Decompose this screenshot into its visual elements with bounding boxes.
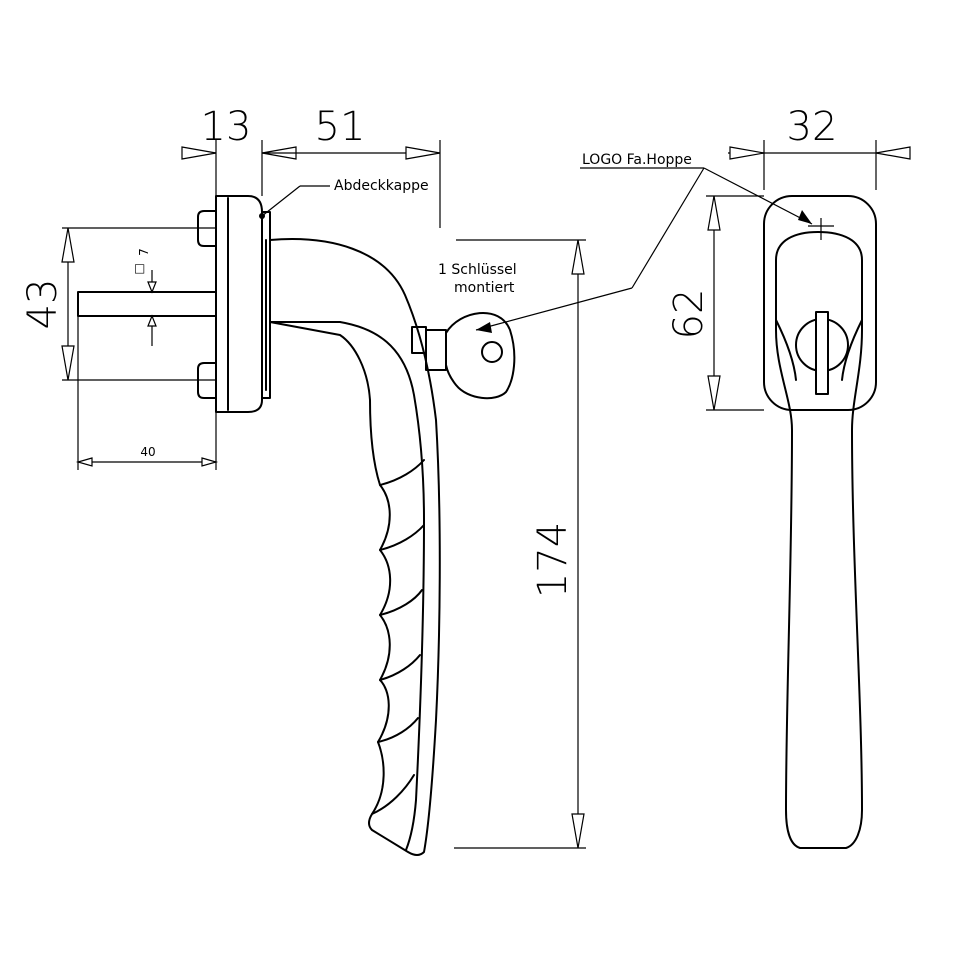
callout-logo: LOGO Fa.Hoppe bbox=[580, 152, 813, 225]
dimension-13-label: 13 bbox=[201, 104, 252, 150]
dimension-32: 32 bbox=[728, 104, 911, 190]
dimension-43: 43 bbox=[20, 227, 216, 381]
rosette-front bbox=[763, 195, 877, 411]
key-label-line1: 1 Schlüssel bbox=[438, 262, 517, 278]
dimension-174: 174 bbox=[454, 239, 586, 849]
lock-cylinder bbox=[795, 311, 849, 395]
square-symbol: □ bbox=[134, 261, 145, 275]
cover-cap bbox=[261, 211, 271, 399]
dimension-13: 13 bbox=[181, 104, 297, 160]
dimension-51: 51 bbox=[262, 104, 441, 160]
key bbox=[411, 312, 516, 400]
front-view bbox=[763, 195, 877, 849]
dimension-174-label: 174 bbox=[530, 522, 576, 598]
callout-cover-cap: Abdeckkappe bbox=[259, 178, 429, 219]
square-spindle bbox=[77, 291, 217, 317]
side-view bbox=[77, 195, 516, 856]
dimension-62: 62 bbox=[666, 195, 764, 411]
dimension-40-label: 40 bbox=[140, 445, 155, 459]
extension-lines-top bbox=[215, 140, 441, 228]
dimension-40: 40 bbox=[75, 316, 219, 470]
logo-label: LOGO Fa.Hoppe bbox=[582, 152, 692, 168]
cover-cap-label: Abdeckkappe bbox=[334, 178, 429, 194]
key-label-line2: montiert bbox=[454, 280, 515, 296]
handle-side-profile bbox=[269, 238, 441, 856]
dimension-7-label: 7 bbox=[137, 248, 151, 256]
dimension-62-label: 62 bbox=[666, 289, 712, 340]
handle-front bbox=[775, 231, 863, 849]
dimension-51-label: 51 bbox=[315, 104, 366, 150]
callout-key: 1 Schlüssel montiert bbox=[438, 167, 705, 333]
dimension-square-7: □ 7 bbox=[134, 248, 157, 346]
logo-mark bbox=[808, 218, 834, 240]
rosette-base bbox=[215, 195, 263, 413]
dimension-43-label: 43 bbox=[20, 279, 66, 330]
dimension-32-label: 32 bbox=[787, 104, 838, 150]
